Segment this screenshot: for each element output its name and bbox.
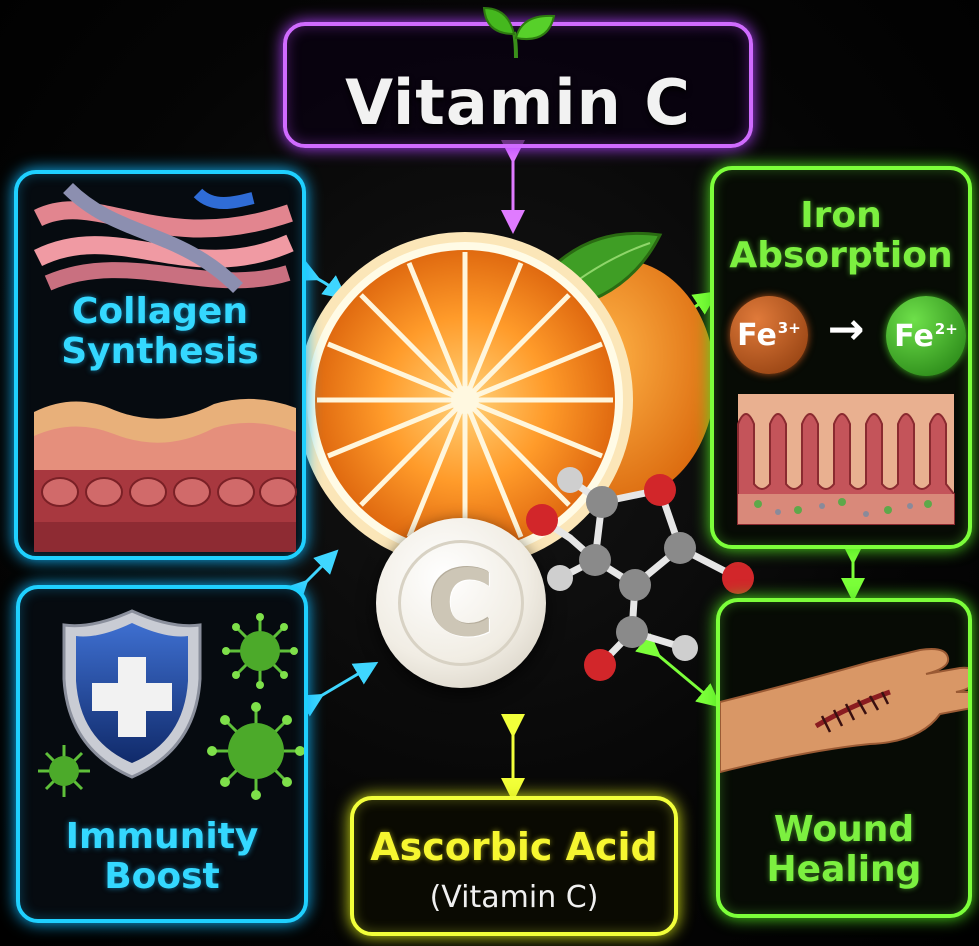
arrow-wound: [635, 633, 722, 708]
virus-icon: [207, 702, 304, 800]
healing-wound-arm-icon: [720, 648, 968, 774]
collagen-synthesis-panel: Collagen Synthesis: [14, 170, 306, 560]
intestine-villi-icon: [737, 394, 955, 525]
skin-layers-icon: [34, 398, 297, 552]
page-title: Vitamin C: [345, 66, 691, 139]
leaf-sprout-icon: [482, 6, 556, 59]
virus-icon: [222, 613, 298, 689]
molecule-icon: [526, 467, 754, 681]
conversion-arrow: →: [827, 304, 865, 355]
collagen-fiber-icon: [33, 182, 294, 293]
virus-icon: [38, 745, 90, 797]
iron-label: Iron Absorption: [729, 195, 953, 277]
ascorbic-acid-panel: Ascorbic Acid (Vitamin C): [350, 796, 678, 936]
wound-label: Wound Healing: [766, 809, 922, 891]
wound-healing-panel: Wound Healing: [716, 598, 972, 918]
collagen-label: Collagen Synthesis: [61, 291, 259, 373]
ascorbic-title: Ascorbic Acid: [370, 825, 658, 869]
immunity-boost-panel: Immunity Boost: [16, 585, 308, 923]
shield-plus-icon: [62, 609, 202, 779]
arrow-immunity: [297, 661, 379, 717]
arrow-collagen-immunity: [283, 549, 339, 605]
title-box: Vitamin C: [283, 22, 753, 148]
vitamin-tablet: C: [376, 518, 546, 688]
ascorbic-subtitle: (Vitamin C): [429, 880, 599, 915]
orange-illustration: [297, 231, 715, 568]
immunity-label: Immunity Boost: [65, 816, 259, 898]
arrow-collagen: [294, 259, 348, 300]
tablet-letter: C: [398, 540, 524, 666]
